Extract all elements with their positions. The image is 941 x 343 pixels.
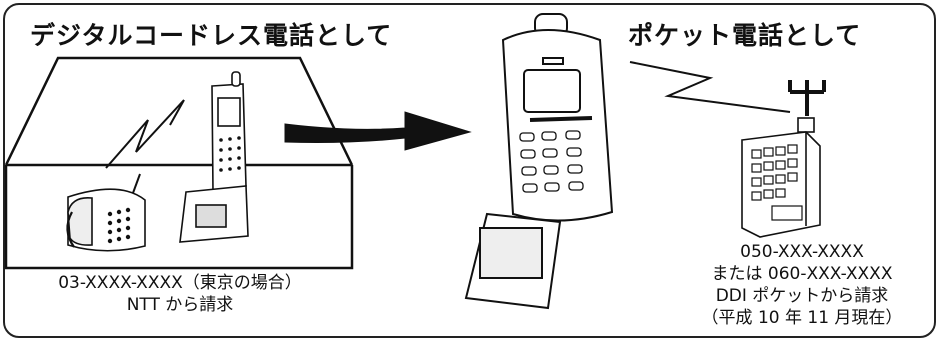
- pocket-billing: DDI ポケットから請求: [715, 286, 889, 306]
- pocket-number-2: または 060-XXX-XXXX: [711, 264, 893, 284]
- cordless-billing: NTT から請求: [126, 295, 234, 315]
- cordless-caption: 03-XXXX-XXXX（東京の場合） NTT から請求: [0, 272, 360, 316]
- building-icon: [741, 117, 821, 238]
- cordless-heading: デジタルコードレス電話として: [30, 21, 393, 50]
- pocket-caption: 050-XXX-XXXX または 060-XXX-XXXX DDI ポケットから…: [672, 241, 932, 329]
- antenna-icon: [788, 80, 826, 116]
- lightning-icon: [105, 99, 185, 169]
- pocket-number-1: 050-XXX-XXXX: [740, 242, 864, 262]
- house-icon: [4, 56, 354, 270]
- phone-large-icon: [464, 13, 614, 310]
- arrow-icon: [284, 111, 472, 151]
- lightning-to-antenna-icon: [629, 61, 791, 113]
- pocket-note: （平成 10 年 11 月現在）: [701, 308, 903, 328]
- handset-icon: [179, 71, 249, 243]
- cordless-number: 03-XXXX-XXXX（東京の場合）: [58, 273, 302, 293]
- pocket-heading: ポケット電話として: [628, 21, 862, 50]
- diagram-frame: [3, 3, 936, 338]
- base-phone-icon: [66, 173, 146, 252]
